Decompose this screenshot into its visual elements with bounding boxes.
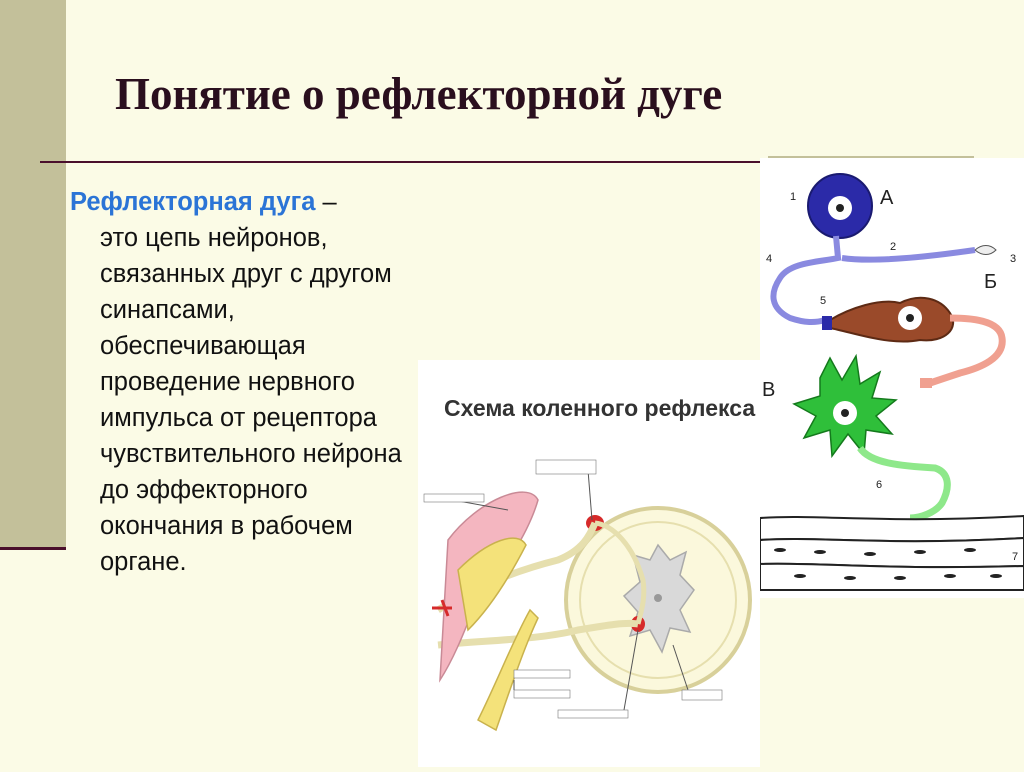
definition-term: Рефлекторная дуга: [70, 188, 315, 216]
definition-body: это цепь нейронов, связанных друг с друг…: [70, 220, 430, 580]
num-7: 7: [1012, 551, 1018, 563]
label-synapse: [682, 690, 722, 700]
label-a: А: [880, 187, 894, 209]
knee-reflex-heading: Схема коленного рефлекса: [444, 395, 755, 421]
neuron-types-figure: А Б В 1 2 3 4 5 6 7: [760, 158, 1024, 598]
num-4a: 4: [766, 253, 772, 265]
neuron-v-axon: [860, 448, 947, 518]
neuron-types-diagram: А Б В 1 2 3 4 5 6 7: [760, 158, 1024, 598]
num-5a: 5: [820, 295, 826, 307]
knee-reflex-figure: Схема коленного рефлекса: [418, 360, 760, 767]
label-motor-body: [558, 710, 628, 718]
knee-reflex-diagram: Схема коленного рефлекса: [418, 360, 760, 767]
num-6: 6: [876, 479, 882, 491]
label-sensory-body: [536, 460, 596, 474]
receptor-ending: [975, 246, 996, 255]
neuron-b-body: [830, 298, 953, 342]
label-ending: [514, 690, 570, 698]
slide-title: Понятие о рефлекторной дуге: [115, 68, 722, 120]
muscle-band-1: [760, 516, 1024, 541]
label-muscle-fiber: [514, 670, 570, 678]
neuron-a-axon: [773, 236, 838, 322]
label-v: В: [762, 379, 775, 401]
left-accent-bar: [0, 0, 66, 547]
label-b: Б: [984, 271, 997, 293]
num-2a: 2: [890, 241, 896, 253]
definition-text: Рефлекторная дуга – это цепь нейронов, с…: [70, 184, 430, 580]
left-accent-underline: [0, 547, 66, 550]
num-1a: 1: [790, 191, 796, 203]
title-rule: [40, 161, 762, 163]
definition-dash: –: [315, 188, 336, 216]
num-3: 3: [1010, 253, 1016, 265]
label-muscle-spindle: [424, 494, 484, 502]
